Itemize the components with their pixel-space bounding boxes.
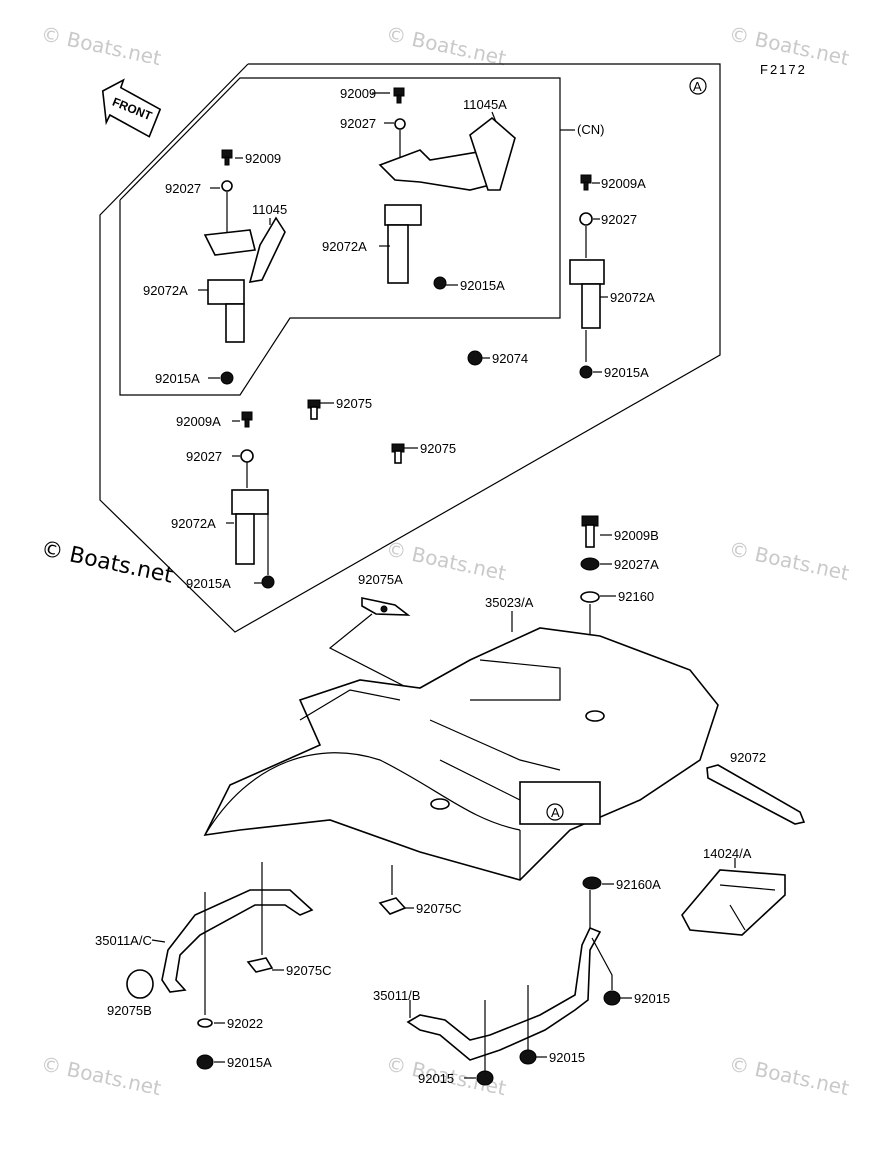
ref-marker-circle — [689, 77, 707, 95]
part-label: 92027A — [614, 557, 659, 572]
part-label: 92015 — [634, 991, 670, 1006]
part-label: 92015 — [418, 1071, 454, 1086]
bracket-35011b — [406, 890, 621, 1086]
part-label: 92015 — [549, 1050, 585, 1065]
part-label: 92074 — [492, 351, 528, 366]
watermark: © Boats.net — [727, 536, 851, 585]
ref-marker: A — [693, 79, 702, 94]
front-arrow-icon: FRONT — [101, 78, 162, 138]
pin-92075 — [307, 399, 405, 464]
part-label: 14024/A — [703, 846, 752, 861]
part-label: 92009 — [340, 86, 376, 101]
grommet-92160a — [582, 876, 602, 890]
part-label: 92072A — [610, 290, 655, 305]
bracket-35011ac — [126, 862, 314, 1070]
part-label: 92072A — [322, 239, 367, 254]
part-label: 92015A — [186, 576, 231, 591]
cn-label: (CN) — [577, 122, 604, 137]
part-label: 35011/B — [373, 988, 420, 1003]
watermark: © Boats.net — [39, 1051, 163, 1100]
part-label: 35023/A — [485, 595, 534, 610]
part-label: 92015A — [227, 1055, 272, 1070]
part-label: 11045 — [252, 202, 287, 217]
part-label: 92009A — [176, 414, 221, 429]
clip-92075c — [378, 865, 407, 915]
part-label: 92015A — [604, 365, 649, 380]
bracket-right — [467, 174, 605, 379]
watermark: © Boats.net — [39, 536, 176, 588]
rear-fender: A — [203, 627, 719, 881]
reflector-14024a — [681, 869, 786, 936]
part-label: 92075A — [358, 572, 403, 587]
part-label: 92027 — [601, 212, 637, 227]
part-label: 92022 — [227, 1016, 263, 1031]
part-label: 92160A — [616, 877, 661, 892]
part-label: 92015A — [155, 371, 200, 386]
part-label: 92027 — [340, 116, 376, 131]
watermark: © Boats.net — [727, 1051, 851, 1100]
part-label: 92075 — [420, 441, 456, 456]
watermark: © Boats.net — [39, 21, 163, 70]
part-label: 92009B — [614, 528, 659, 543]
figure-code: F2172 — [760, 62, 807, 77]
part-label: 92009 — [245, 151, 281, 166]
group-outline — [99, 63, 721, 633]
part-label: 11045A — [463, 97, 507, 112]
part-label: 92072A — [143, 283, 188, 298]
part-label: 92075C — [416, 901, 462, 916]
part-label: 92072 — [730, 750, 766, 765]
part-label: 92027 — [165, 181, 201, 196]
strap-92072 — [706, 764, 806, 825]
part-label: 92072A — [171, 516, 216, 531]
bracket-lower-left — [231, 411, 275, 589]
watermark: © Boats.net — [384, 21, 508, 70]
part-label: 92075B — [107, 1003, 152, 1018]
part-label: 92009A — [601, 176, 646, 191]
pad-92075a — [328, 597, 411, 689]
cn-outline — [119, 77, 561, 396]
part-label: 92160 — [618, 589, 654, 604]
part-label: 92015A — [460, 278, 505, 293]
part-label: 35011A/C — [95, 933, 152, 948]
bracket-11045a — [378, 87, 516, 290]
part-label: 92027 — [186, 449, 222, 464]
ref-marker: A — [551, 805, 560, 820]
part-label: 92075C — [286, 963, 332, 978]
bracket-11045 — [203, 149, 286, 385]
part-label: 92075 — [336, 396, 372, 411]
